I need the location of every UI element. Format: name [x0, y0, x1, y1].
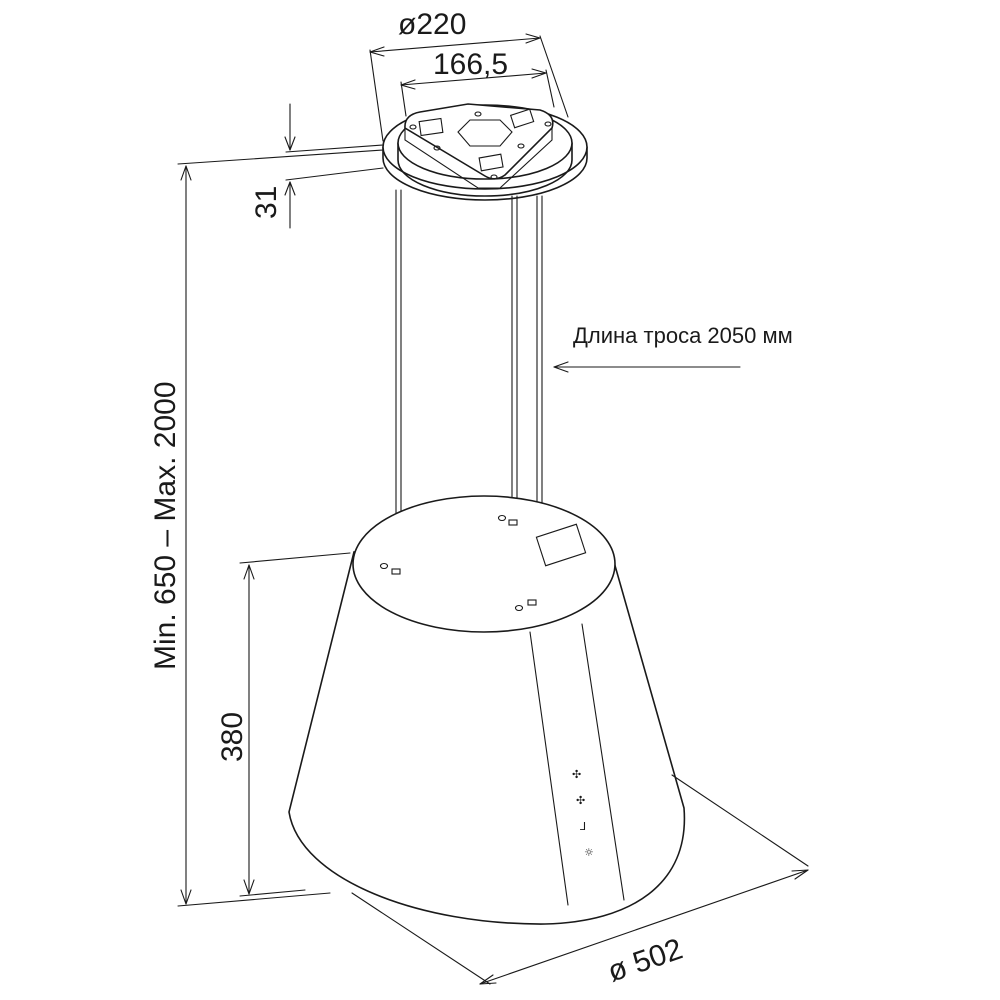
cable-length-annotation: Длина троса 2050 мм — [553, 323, 793, 373]
ceiling-mount — [382, 103, 588, 201]
dimension-plate-width: 166,5 — [400, 48, 555, 117]
dimension-ring-diameter: ø220 — [369, 8, 569, 142]
svg-text:ø220: ø220 — [398, 8, 466, 41]
light-icon: ☼ — [584, 846, 594, 859]
fan-speed-3-icon: ⅃ — [580, 820, 586, 833]
svg-text:Min. 650 – Max. 2000: Min. 650 – Max. 2000 — [149, 381, 182, 670]
svg-text:Длина троса 2050 мм: Длина троса 2050 мм — [573, 323, 793, 348]
svg-text:31: 31 — [250, 186, 283, 219]
svg-text:166,5: 166,5 — [433, 48, 508, 81]
fan-speed-2-icon: ✣ — [576, 794, 585, 807]
hood-body — [288, 495, 686, 925]
dimension-ring-height: 31 — [250, 103, 384, 229]
svg-text:380: 380 — [216, 712, 249, 762]
dimension-body-height: 380 — [216, 552, 351, 897]
fan-speed-1-icon: ✣ — [572, 768, 581, 781]
control-panel-icons: ✣ ✣ ⅃ ☼ — [572, 768, 594, 859]
dimension-height-range: Min. 650 – Max. 2000 — [149, 149, 384, 907]
svg-text:ø 502: ø 502 — [604, 932, 687, 988]
